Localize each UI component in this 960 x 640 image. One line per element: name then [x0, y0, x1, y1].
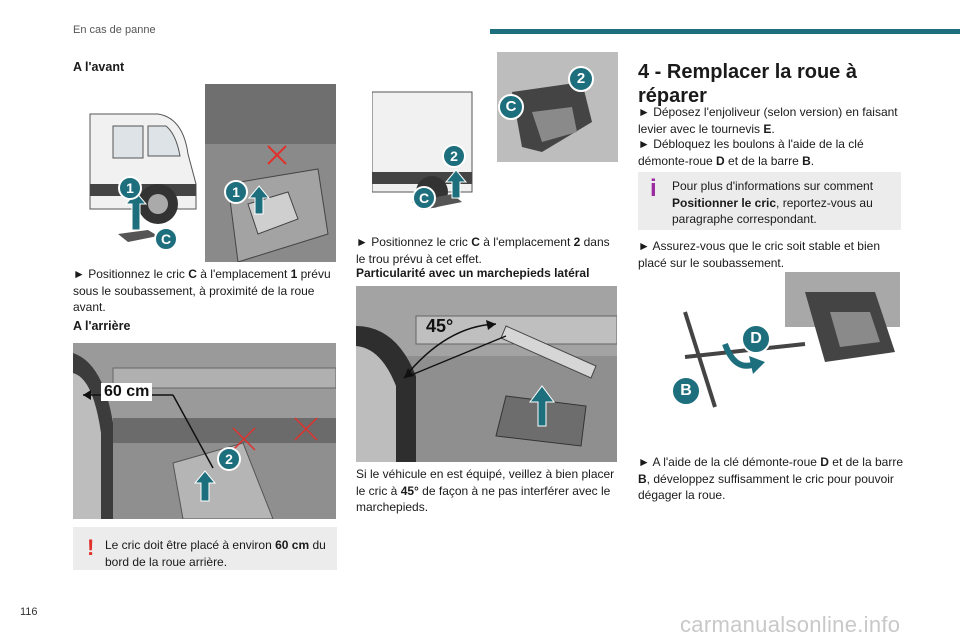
step-45-text: Si le véhicule en est équipé, veillez à … — [356, 467, 615, 514]
warning-callout: ! Le cric doit être placé à environ 60 c… — [73, 527, 337, 570]
badge-2-top: 2 — [568, 66, 594, 92]
figure-rear-placement-illustration — [372, 52, 618, 220]
figure-front-illustration — [88, 84, 336, 262]
info-callout: i Pour plus d'informations sur comment P… — [638, 172, 901, 230]
badge-c-top: C — [498, 94, 524, 120]
figure-wrench: D B — [655, 272, 900, 412]
figure-step-45: 45° — [356, 286, 617, 462]
step-front-text: ► Positionnez le cric C à l'emplacement … — [73, 267, 331, 314]
section-header: En cas de panne — [73, 24, 156, 36]
step-title: Particularité avec un marchepieds latéra… — [356, 266, 590, 280]
page-number: 116 — [20, 606, 38, 618]
step-loosen-bolts: ► Débloquez les boulons à l'aide de la c… — [638, 137, 864, 168]
header-accent-bar — [490, 29, 960, 34]
distance-label: 60 cm — [101, 383, 153, 401]
watermark: carmanualsonline.info — [680, 612, 901, 637]
badge-d: D — [741, 324, 771, 354]
step-remove-hubcap: ► Déposez l'enjoliveur (selon version) e… — [638, 105, 898, 136]
warning-text: Le cric doit être placé à environ 60 cm … — [105, 538, 326, 569]
step-extend-jack: ► A l'aide de la clé démonte-roue D et d… — [638, 455, 903, 502]
front-title: A l'avant — [73, 60, 125, 74]
step-rear-text: ► Positionnez le cric C à l'emplacement … — [356, 235, 610, 266]
rear-title: A l'arrière — [73, 319, 131, 333]
badge-c-bottom: C — [412, 186, 436, 210]
badge-2: 2 — [217, 447, 241, 471]
figure-step-45-illustration — [356, 286, 617, 462]
badge-1-left: 1 — [118, 176, 142, 200]
info-icon: i — [650, 175, 657, 202]
badge-1-right: 1 — [224, 180, 248, 204]
badge-c: C — [154, 227, 178, 251]
figure-front-jack: 1 C 1 — [88, 84, 336, 262]
angle-label: 45° — [426, 316, 454, 336]
figure-rear-illustration — [73, 343, 336, 519]
step-check-jack: ► Assurez-vous que le cric soit stable e… — [638, 239, 880, 270]
badge-2-bottom: 2 — [442, 144, 466, 168]
warning-icon: ! — [87, 535, 95, 560]
figure-rear-jack: 60 cm 2 — [73, 343, 336, 519]
info-text: Pour plus d'informations sur comment Pos… — [672, 179, 874, 226]
section-title: 4 - Remplacer la roue à réparer — [638, 61, 857, 107]
badge-b: B — [671, 376, 701, 406]
figure-rear-placement: 2 C 2 C — [372, 52, 618, 220]
